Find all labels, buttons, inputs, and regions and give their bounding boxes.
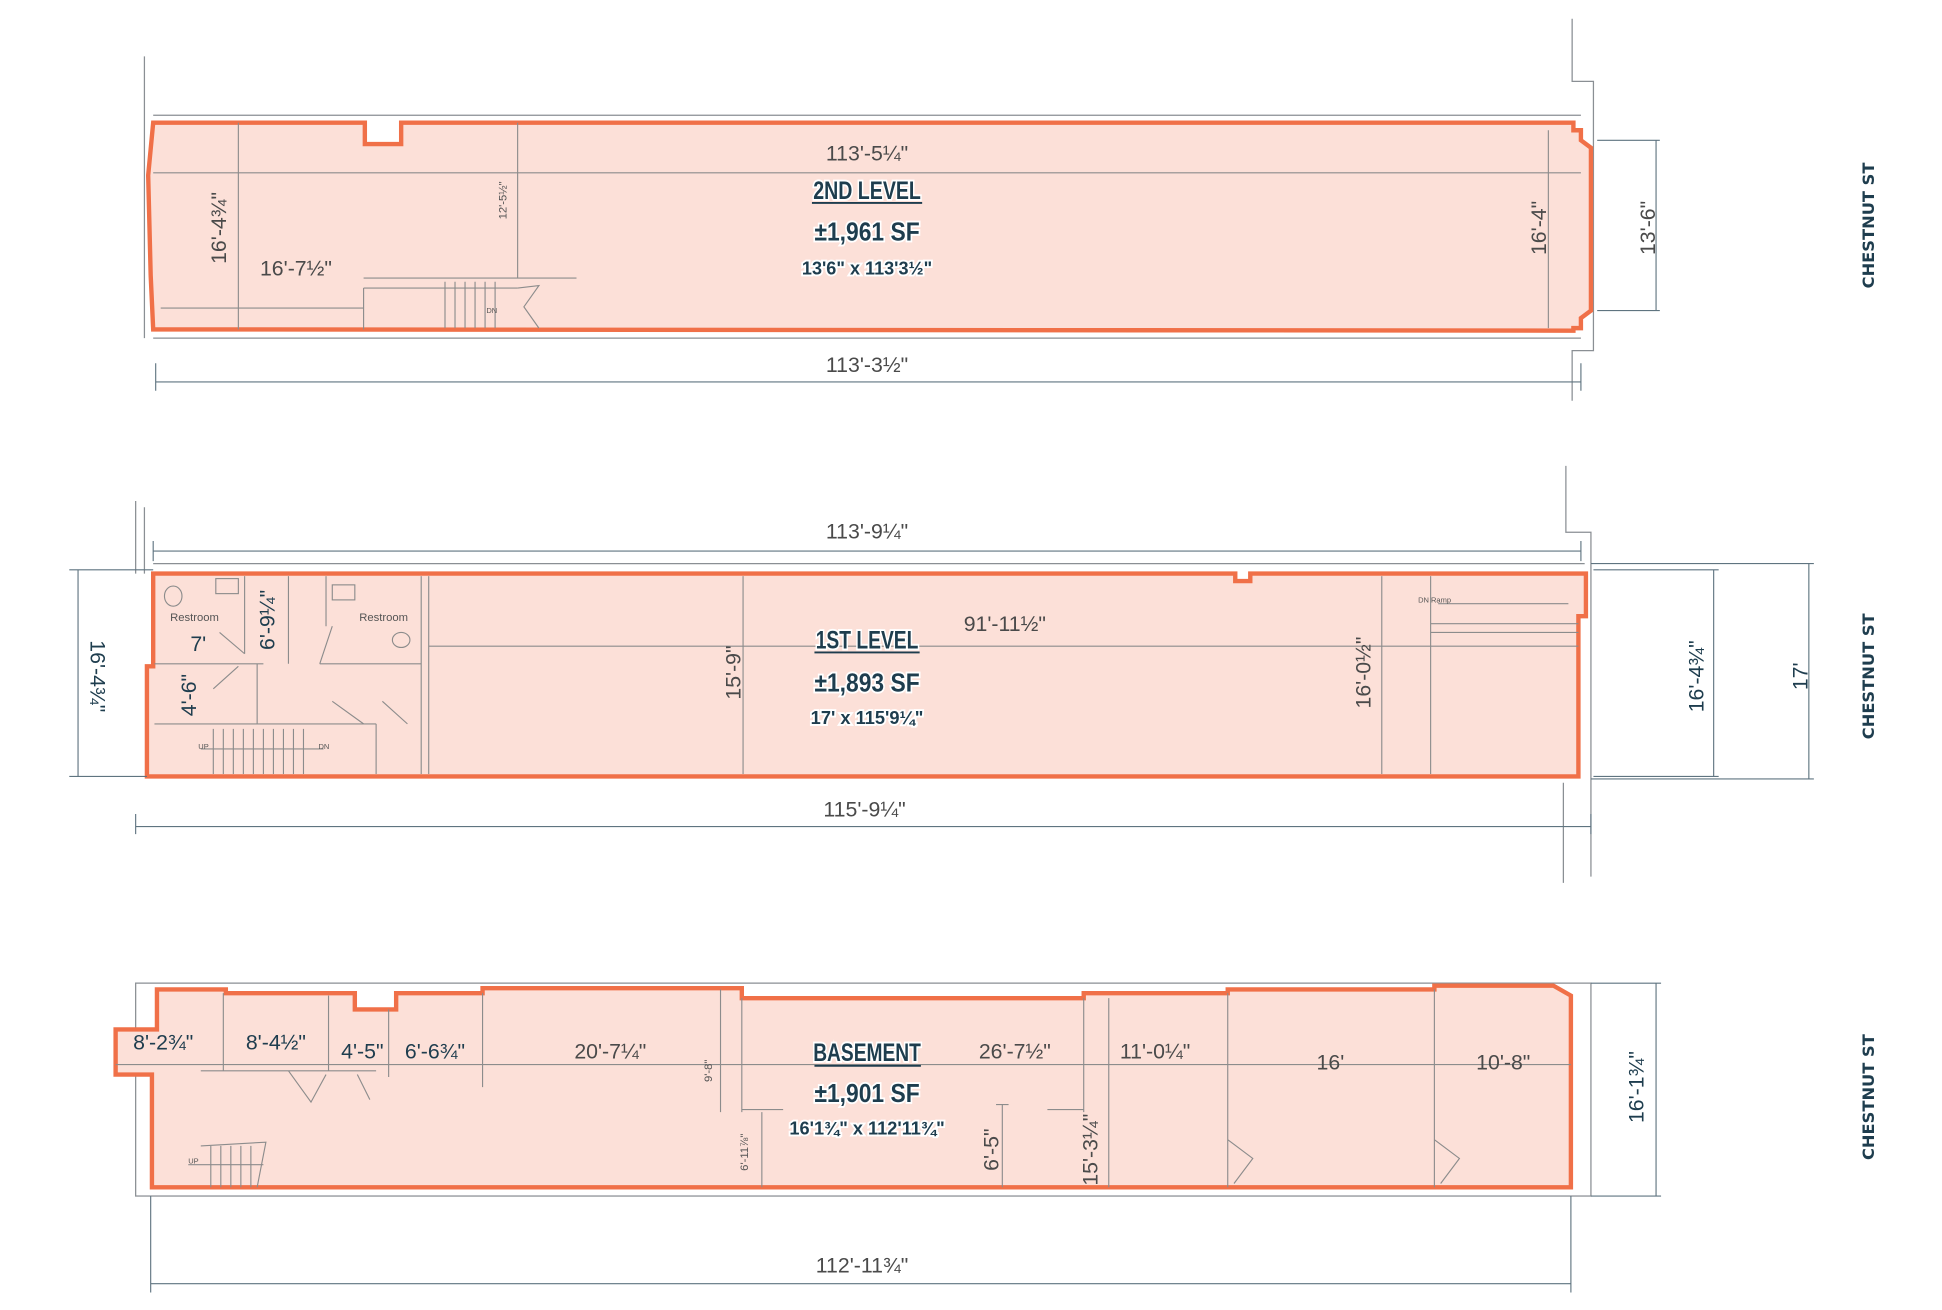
- dimension-lines: [155, 139, 1660, 391]
- dim-front: 16'-0½": [1352, 637, 1376, 709]
- room-label-restroom: Restroom: [359, 612, 408, 624]
- dim-segment-2: 8'-4½": [246, 1031, 306, 1055]
- dimension-lines: [150, 982, 1662, 1293]
- dim-right-outer: 17': [1789, 662, 1813, 690]
- dim-stair: 12'-5½": [497, 181, 509, 219]
- dim-restroom-width: 7': [190, 632, 206, 656]
- plan-basement: UP 8'-2¾" 8'-4½" 4'-5" 6'-6¾" 20'-7¼" 26…: [113, 982, 1878, 1293]
- street-label: CHESTNUT ST: [1859, 162, 1878, 289]
- dim-segment-7: 11'-0¼": [1120, 1039, 1190, 1063]
- dim-top: 113'-9¼": [826, 520, 908, 544]
- dim-hall: 4'-6": [177, 674, 201, 716]
- level-size: 16'1¾" x 112'11¾": [789, 1118, 944, 1139]
- level-size: 17' x 115'9¼": [811, 707, 924, 728]
- dim-segment-5: 20'-7¼": [574, 1039, 646, 1063]
- dim-right-inner: 16'-4¾": [1685, 640, 1709, 712]
- plan-1st-level: UP DN DN Ramp Restroom Restroom 113'-9¼"…: [69, 465, 1878, 883]
- stair-dn-label: DN: [319, 742, 330, 751]
- level-title: 1ST LEVEL: [816, 627, 919, 655]
- dim-right: 13'-6": [1636, 201, 1660, 255]
- building-walls: [135, 982, 1592, 1197]
- dim-v4: 15'-3¼": [1078, 1114, 1102, 1186]
- dim-v2: 6'-11⅞": [739, 1134, 751, 1171]
- level-title: BASEMENT: [813, 1039, 921, 1067]
- dim-segment-4: 6'-6¾": [405, 1039, 465, 1063]
- dim-bottom: 113'-3½": [826, 353, 908, 377]
- dim-left-room: 16'-7½": [260, 257, 332, 281]
- dim-mid: 15'-9": [722, 645, 746, 699]
- dim-bottom: 115'-9¼": [823, 798, 905, 822]
- dim-bottom: 112'-11¾": [816, 1253, 908, 1277]
- dim-left: 16'-4¾": [86, 640, 110, 712]
- plan-2nd-level: DN 113'-5¼" 113'-3½" 13'-6" 16'-4" 16'-4…: [143, 18, 1878, 401]
- stair: DN: [444, 281, 541, 329]
- room-label-restroom: Restroom: [170, 612, 219, 624]
- dim-inner-right: 16'-4": [1527, 201, 1551, 255]
- interior-lines: [154, 576, 1579, 774]
- street-label: CHESTNUT ST: [1859, 1033, 1878, 1160]
- interior-lines: [115, 989, 1571, 1188]
- floor-area-outline: [144, 571, 1589, 779]
- building-walls: [143, 18, 1595, 401]
- level-area: ±1,901 SF: [814, 1078, 919, 1108]
- restroom-fixtures: [163, 578, 411, 725]
- dim-segment-9: 10'-8": [1476, 1051, 1530, 1075]
- stair-up-label: UP: [188, 1156, 198, 1165]
- dim-v1: 9'-8": [703, 1060, 715, 1082]
- ramp: DN Ramp: [1418, 595, 1569, 604]
- level-area: ±1,961 SF: [814, 216, 919, 246]
- dim-length: 91'-11½": [964, 612, 1046, 636]
- level-area: ±1,893 SF: [814, 667, 919, 697]
- dim-segment-3: 4'-5": [341, 1039, 383, 1063]
- dim-inner-left: 16'-4¾": [207, 192, 231, 264]
- level-title: 2ND LEVEL: [813, 177, 921, 205]
- stair: UP DN: [198, 728, 330, 774]
- level-size: 13'6" x 113'3½": [802, 257, 932, 278]
- stair: UP: [188, 1141, 267, 1188]
- dim-right: 16'-1¾": [1625, 1051, 1649, 1123]
- dim-restroom-depth: 6'-9¼": [256, 590, 280, 650]
- interior-lines: [153, 122, 1581, 330]
- ramp-label: DN Ramp: [1418, 595, 1451, 604]
- dim-segment-6: 26'-7½": [979, 1039, 1051, 1063]
- floor-area-outline: [145, 120, 1594, 333]
- dimension-lines: [69, 541, 1814, 835]
- stair-up-label: UP: [198, 742, 208, 751]
- building-walls: [135, 465, 1592, 883]
- street-label: CHESTNUT ST: [1859, 612, 1878, 739]
- stair-label: DN: [486, 306, 497, 315]
- dim-top: 113'-5¼": [826, 141, 908, 165]
- dim-segment-1: 8'-2¾": [133, 1031, 193, 1055]
- dim-segment-8: 16': [1317, 1051, 1345, 1075]
- dim-v3: 6'-5": [980, 1128, 1004, 1170]
- floor-area-outline: [113, 983, 1574, 1190]
